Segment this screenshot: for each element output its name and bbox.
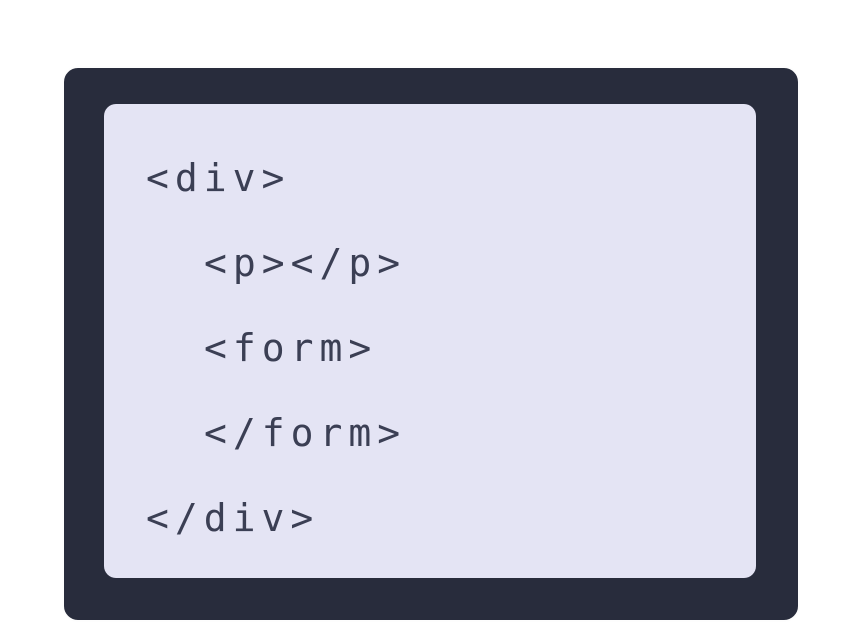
code-panel: <div> <p></p> <form> </form> </div> <box>104 104 756 578</box>
code-line-form-open: <form> <box>204 326 378 370</box>
code-line-form-close: </form> <box>204 411 407 455</box>
code-line-div-close: </div> <box>146 496 320 540</box>
code-line-p: <p></p> <box>204 241 407 285</box>
code-line-div-open: <div> <box>146 156 291 200</box>
code-card: <div> <p></p> <form> </form> </div> <box>62 66 800 622</box>
